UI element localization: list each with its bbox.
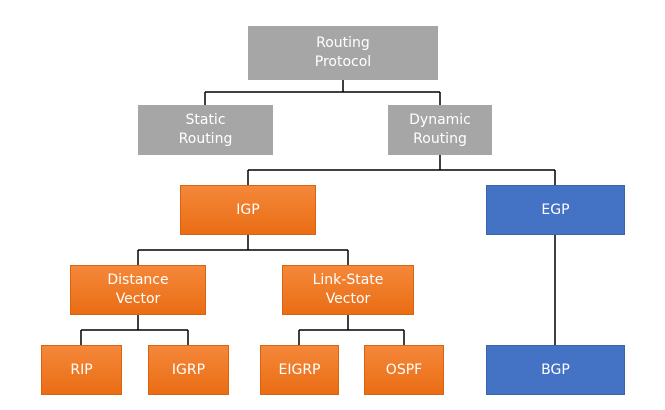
node-dynamic-routing: Dynamic Routing [388, 105, 492, 155]
node-igrp: IGRP [148, 345, 229, 395]
node-igp: IGP [180, 185, 316, 235]
node-static-routing: Static Routing [138, 105, 273, 155]
node-distance-vector: Distance Vector [70, 265, 206, 315]
node-bgp: BGP [486, 345, 625, 395]
node-routing-protocol: Routing Protocol [248, 26, 438, 80]
node-link-state-vector: Link-State Vector [282, 265, 414, 315]
node-ospf: OSPF [364, 345, 444, 395]
node-eigrp: EIGRP [260, 345, 339, 395]
node-egp: EGP [486, 185, 625, 235]
node-rip: RIP [41, 345, 122, 395]
